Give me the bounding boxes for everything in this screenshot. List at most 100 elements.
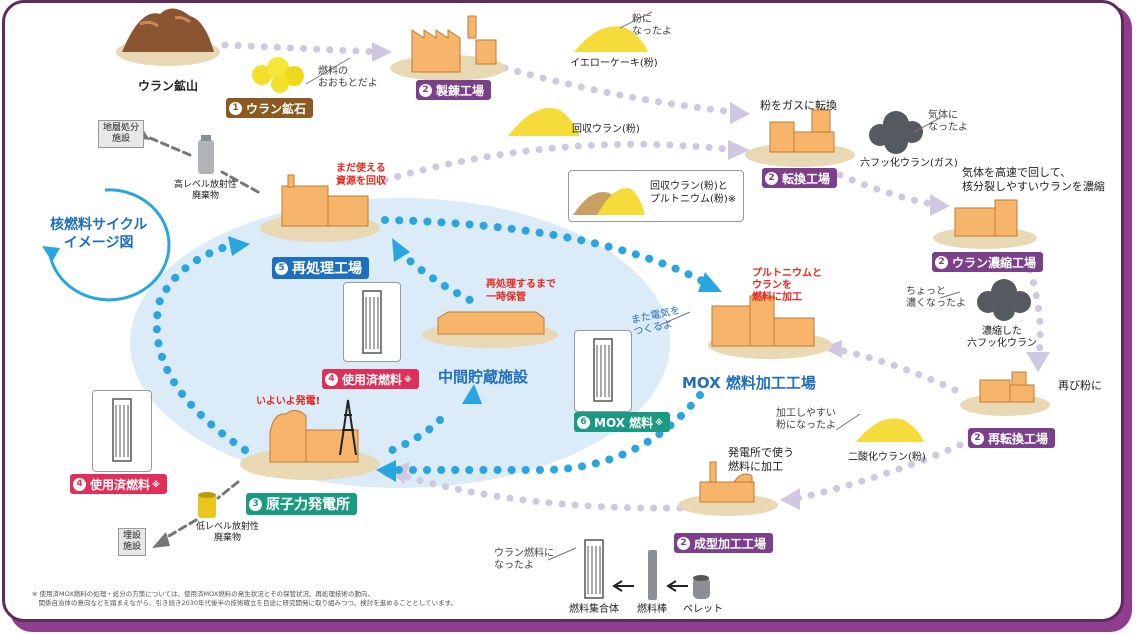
footnote: ※ 使用済MOX燃料の処理・処分の方策については、使用済MOX燃料の発生状況とそ…: [32, 590, 457, 607]
yellowcake-speech: 粉に なったよ: [632, 14, 672, 37]
mox-fuel-mark: ※: [655, 417, 663, 427]
recovered-uranium-pile: [508, 107, 580, 136]
cycle-arrow-2: [392, 238, 410, 262]
spent-fuel-left-mark: ※: [152, 479, 160, 489]
pellet-label: ペレット: [683, 604, 723, 615]
arrow-4: [930, 194, 950, 216]
enrichment-heading: 気体を高速で回して、 核分裂しやすいウランを濃縮: [962, 166, 1105, 193]
cycle-arrow-3: [698, 272, 722, 292]
fuel-assembly-illustration: [584, 539, 604, 599]
arrow-2: [730, 102, 750, 124]
interim-storage-red: 再処理するまで 一時保管: [486, 279, 556, 303]
mox-red: プルトニウムと ウランを 燃料に加工: [752, 268, 822, 303]
yellowcake-pile: [574, 26, 648, 52]
geological-box: 地層処分 施設: [98, 120, 145, 148]
ore-tag-number: 1: [229, 101, 242, 115]
reprocessing-tag: 5 再処理工場: [272, 257, 369, 279]
reprocessing-tag-label: 再処理工場: [292, 261, 362, 277]
arrow-rod-to-assembly: [612, 580, 634, 592]
fabrication-tag-number: 2: [677, 536, 690, 550]
uranium-ore-illustration: [252, 57, 304, 93]
arrow-5: [1026, 352, 1050, 372]
arrow-3: [728, 140, 750, 160]
title-circle-arrow: [42, 246, 60, 262]
cycle-arrow-4: [376, 460, 396, 482]
reconversion-tag-label: 再転換工場: [988, 431, 1049, 446]
uo2-label: 二酸化ウラン(粉): [848, 452, 926, 463]
uf6-label: 六フッ化ウラン(ガス): [860, 158, 958, 169]
interim-storage-label: 中間貯蔵施設: [438, 368, 529, 386]
hlw-canister: [198, 135, 214, 174]
pellet-illustration: [693, 575, 710, 599]
fabrication-heading: 発電所で使う 燃料に加工: [728, 446, 794, 473]
reprocessing-red: まだ使える 資源を回収: [336, 163, 386, 187]
fuel-rod-label: 燃料棒: [637, 604, 667, 615]
conversion-tag-label: 転換工場: [782, 171, 831, 186]
power-plant-illustration: [240, 399, 380, 480]
cycle-arrow-5: [462, 384, 482, 404]
mox-fuel-tag-number: 6: [577, 415, 590, 429]
cycle-reprocess-to-storage: [396, 248, 474, 304]
yellowcake-label: イエローケーキ(粉): [570, 58, 658, 69]
mox-fuel-tag-label: MOX 燃料: [594, 415, 654, 430]
fuel-rod-illustration: [648, 550, 657, 600]
arrow-llw: [152, 532, 170, 548]
pu-u-powder-label: 回収ウラン(粉)と プルトニウム(粉)※: [650, 181, 737, 205]
power-plant-red: いよいよ発電!: [256, 396, 321, 407]
reconversion-tag: 2 再転換工場: [968, 428, 1056, 448]
arrow-1: [372, 42, 392, 62]
cycle-storage-to-plant: [376, 416, 444, 459]
flow-refining-to-conversion: [501, 64, 739, 116]
refining-tag-number: 2: [419, 83, 432, 97]
flow-conversion-to-enrichment: [836, 171, 944, 209]
uo2-speech: 加工しやすい 粉になったよ: [776, 408, 836, 431]
flow-reconversion-to-fabrication: [786, 441, 964, 504]
spent-fuel-center-card: [343, 282, 401, 362]
flow-to-llw: [160, 480, 240, 542]
mox-plant-label: MOX 燃料加工工場: [682, 374, 816, 392]
spent-fuel-center-number: 4: [325, 372, 338, 386]
ore-tag-label: ウラン鉱石: [246, 101, 307, 116]
reconversion-plant-illustration: [960, 371, 1050, 416]
uranium-mine-illustration: [116, 8, 220, 66]
reprocessing-tag-number: 5: [275, 261, 288, 275]
arrow-8: [822, 340, 842, 358]
spent-fuel-center-icon: [362, 290, 382, 354]
spent-fuel-left-label: 使用済燃料: [90, 477, 151, 492]
uo2-pile: [856, 418, 924, 442]
power-plant-tag-number: 3: [249, 497, 262, 511]
fuel-assembly-speech: ウラン燃料に なったよ: [494, 548, 554, 571]
mox-fuel-icon: [593, 338, 613, 402]
conversion-tag-number: 2: [765, 171, 778, 185]
low-level-waste-label: 低レベル放射性 廃棄物: [196, 522, 260, 543]
spent-fuel-left-number: 4: [73, 477, 86, 491]
burial-box: 埋設 施設: [118, 528, 147, 556]
enriched-uf6-cloud: [977, 279, 1031, 321]
uf6-cloud: [869, 111, 923, 154]
spent-fuel-center-label: 使用済燃料: [342, 372, 403, 387]
flow-to-hlw: [148, 136, 260, 194]
spent-fuel-left-card: [92, 390, 152, 472]
pu-u-powder-piles: [573, 188, 645, 215]
title-circle-arc: [48, 188, 171, 302]
recovered-uranium-label: 回収ウラン(粉): [572, 124, 640, 135]
reconversion-heading: 再び粉に: [1058, 379, 1102, 392]
fuel-assembly-label: 燃料集合体: [569, 604, 619, 615]
conversion-heading: 粉をガスに転換: [760, 99, 837, 112]
ore-speech: 燃料の おおもとだよ: [318, 66, 378, 89]
hlw-label: 高レベル放射性 廃棄物: [174, 180, 238, 201]
flow-reconversion-to-mox: [826, 344, 959, 394]
enrichment-plant-illustration: [933, 199, 1037, 249]
reconversion-tag-number: 2: [971, 431, 984, 445]
ore-tag: 1 ウラン鉱石: [226, 98, 314, 118]
pu-u-powder-card: [568, 170, 744, 222]
cycle-arrow-1: [228, 236, 250, 256]
low-level-waste-drum: [198, 492, 216, 518]
mox-fuel-tag: 6 MOX 燃料※: [574, 412, 670, 432]
spent-fuel-left-icon: [112, 398, 132, 462]
arrow-6: [780, 488, 800, 510]
